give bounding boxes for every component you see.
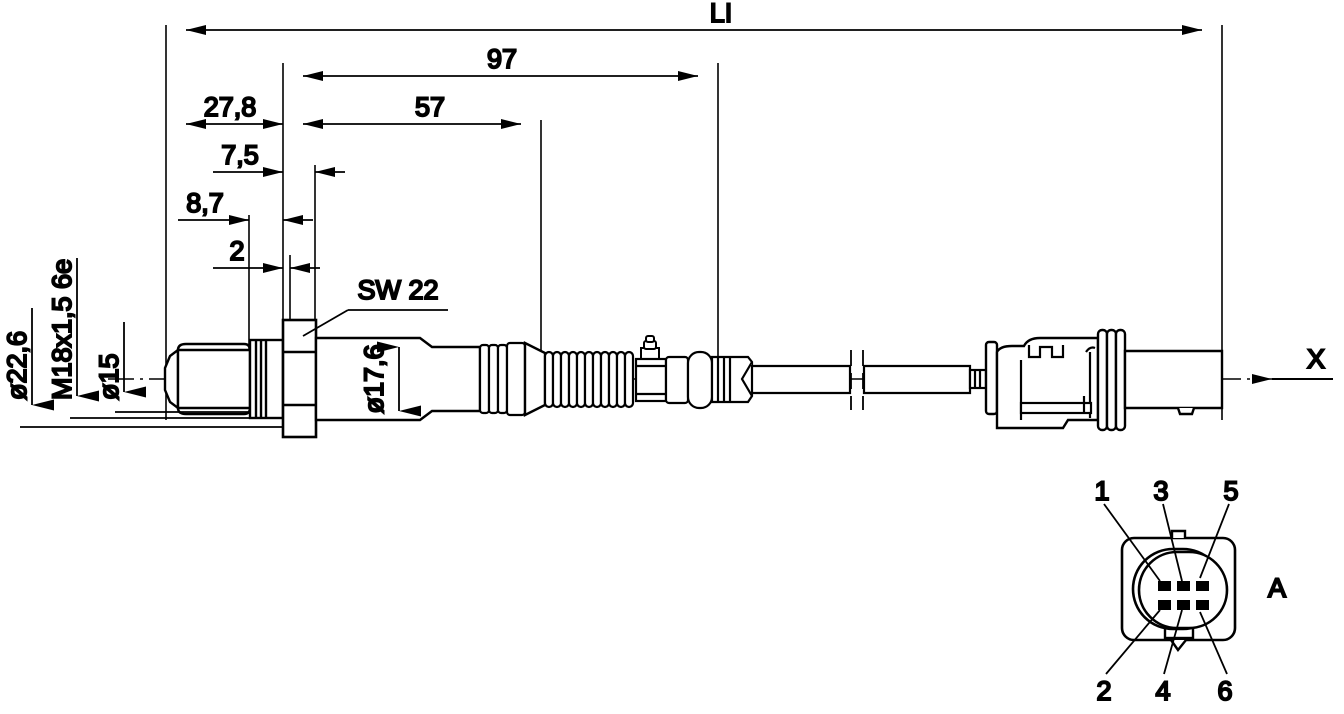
dim-label-97: 97 xyxy=(487,44,517,74)
vent-nipple xyxy=(640,335,660,361)
pin-leaders xyxy=(1103,503,1230,675)
connector-pins-group xyxy=(1158,581,1209,610)
cable-crimp xyxy=(710,355,754,404)
cable-bellows xyxy=(543,350,635,409)
connector-rear-flange xyxy=(984,340,999,416)
sensor-barrel xyxy=(314,336,482,422)
sensor-probe-body xyxy=(176,342,252,416)
pin-2 xyxy=(1158,600,1171,610)
pin-5 xyxy=(1196,581,1209,591)
dim-label-7-5: 7,5 xyxy=(221,140,259,170)
label-dia-22-6: ø22,6 xyxy=(2,331,32,400)
connector-plug-barrel xyxy=(1123,349,1224,416)
dimension-lines xyxy=(178,25,1202,273)
pin-label-1: 1 xyxy=(1094,476,1109,506)
dim-label-LI: LI xyxy=(710,0,733,28)
connector-face-view: 1 3 5 2 4 6 A xyxy=(1093,475,1287,707)
dim-label-27-8: 27,8 xyxy=(204,92,257,122)
pin-6 xyxy=(1196,600,1209,610)
pin-3 xyxy=(1177,581,1190,591)
pin-label-6: 6 xyxy=(1217,676,1232,706)
connector-internal-bar xyxy=(1019,396,1093,415)
connector-housing xyxy=(995,336,1100,430)
view-a-label: A xyxy=(1268,573,1286,603)
label-thread: M18x1,5 6e xyxy=(47,259,77,400)
view-x-label: X xyxy=(1307,344,1325,374)
sensor-probe-tip xyxy=(163,347,180,411)
sensor-thread-section xyxy=(248,338,285,420)
cable-left xyxy=(750,364,852,395)
cable-clamp xyxy=(634,357,668,403)
cable-connector-stub xyxy=(968,368,988,390)
pin-label-5: 5 xyxy=(1223,476,1238,506)
dim-label-17-6: ø17,6 xyxy=(359,344,389,413)
dim-label-2: 2 xyxy=(229,236,244,266)
sensor-taper xyxy=(523,341,547,417)
sw22-label: SW 22 xyxy=(357,275,438,305)
pin-label-2: 2 xyxy=(1096,676,1111,706)
cable-right xyxy=(862,364,972,395)
sw22-callout xyxy=(302,309,448,337)
pin-label-4: 4 xyxy=(1155,676,1170,706)
cable-break-symbol xyxy=(850,350,864,410)
sensor-hex-flange xyxy=(281,318,318,439)
pin-1 xyxy=(1158,581,1171,591)
pin-label-3: 3 xyxy=(1153,476,1168,506)
cable-sleeve xyxy=(664,350,714,410)
dim-label-8-7: 8,7 xyxy=(186,188,224,218)
dim-label-57: 57 xyxy=(415,92,445,122)
label-dia-15: ø15 xyxy=(94,353,124,400)
extension-lines xyxy=(165,25,1223,420)
sensor-ribbed-sleeve xyxy=(478,341,527,417)
vertical-leaders xyxy=(31,258,146,411)
pin-4 xyxy=(1177,600,1190,610)
connector-collar xyxy=(1096,328,1127,432)
